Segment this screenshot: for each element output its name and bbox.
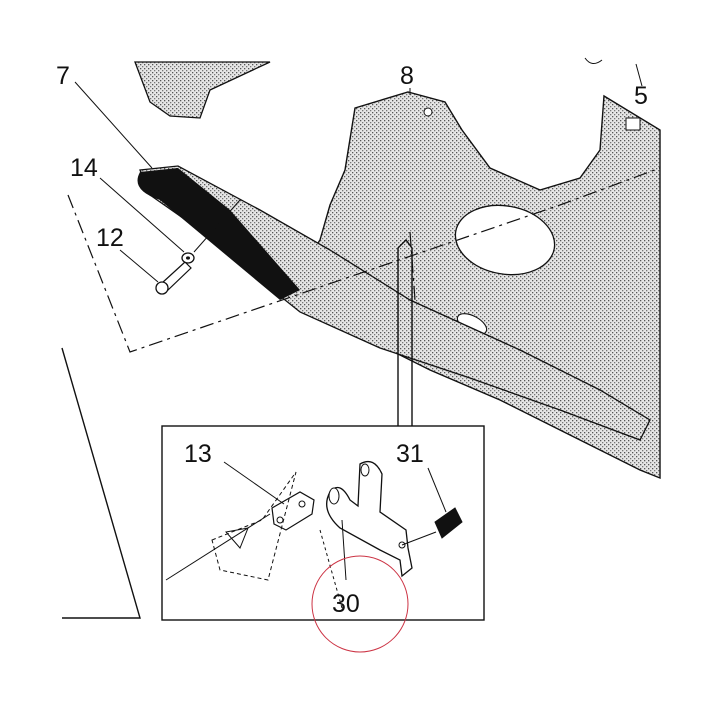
- assembly-line-left: [67, 167, 661, 353]
- ghost-mounting-plate: [211, 471, 297, 581]
- callout-31: 31: [396, 440, 424, 468]
- detail-connector: [397, 238, 413, 426]
- upper-bracket-part: [134, 61, 271, 119]
- washer-14: [181, 252, 195, 264]
- housing-screw-hole: [423, 107, 433, 117]
- detail-diagonal: [165, 513, 271, 581]
- callout-7: 7: [56, 62, 70, 90]
- callout-5: 5: [634, 82, 648, 110]
- screw-12: [155, 261, 192, 295]
- bracket-30: [326, 460, 413, 578]
- leader-13: [223, 461, 285, 505]
- callout-30: 30: [332, 590, 360, 618]
- leader-30-b: [319, 529, 343, 609]
- ghost-plate-detail: [225, 527, 249, 549]
- leader-5: [635, 63, 643, 87]
- callout-12: 12: [96, 224, 124, 252]
- callout-14: 14: [70, 154, 98, 182]
- callout-8: 8: [400, 62, 414, 90]
- highlight-circle-30: [311, 555, 409, 653]
- housing-oval-hole: [454, 204, 556, 276]
- top-right-fragment: [584, 57, 603, 64]
- leader-30-a: [341, 519, 347, 581]
- trim-arm-black-edge: [137, 168, 300, 300]
- frame-line-left: [61, 347, 141, 619]
- clip-13: [271, 491, 315, 531]
- housing-tab: [625, 117, 641, 131]
- leader-31: [427, 467, 447, 513]
- leader-14: [99, 177, 185, 253]
- callout-13: 13: [184, 440, 212, 468]
- pad-31: [401, 507, 463, 546]
- leader-12: [119, 249, 159, 283]
- detail-view-frame: [161, 425, 485, 621]
- screw-axis-line: [193, 199, 241, 253]
- leader-7: [74, 81, 153, 169]
